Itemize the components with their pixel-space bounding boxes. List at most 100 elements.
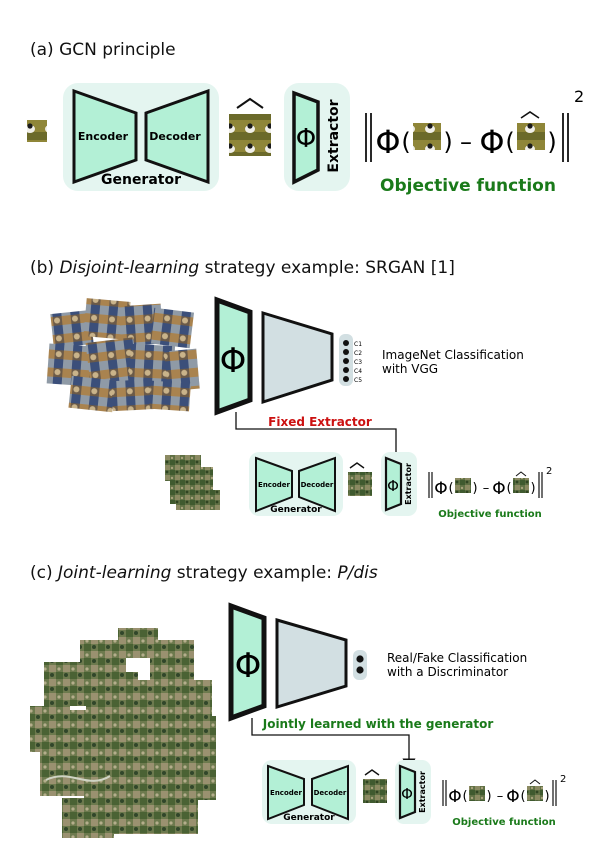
realfake-node-1	[356, 655, 364, 663]
class-node-1	[343, 340, 349, 346]
decoder-shape-c	[311, 764, 349, 821]
encoder-shape-b	[255, 456, 293, 513]
section-b-title-italic: Disjoint-learning	[59, 258, 200, 278]
formula-image-c-2	[527, 786, 543, 801]
decoder-label-a: Decoder	[149, 130, 201, 143]
svg-text:): )	[486, 789, 491, 804]
phi-symbol-formula-a-1: Φ	[375, 123, 400, 161]
objective-label-c: Objective function	[452, 817, 556, 828]
svg-text:(: (	[505, 128, 514, 156]
vgg-extractor-shape	[214, 296, 253, 416]
objective-formula-c: Φ ( ) – Φ ( ) 2	[442, 774, 566, 807]
encoder-shape-a	[72, 88, 138, 185]
section-c-title: (c) Joint-learning strategy example: P/d…	[30, 563, 378, 583]
vgg-classifier-head	[261, 310, 334, 405]
minus-sign-a: –	[460, 128, 472, 156]
svg-text:): )	[544, 789, 549, 804]
phi-symbol-extractor-a: Φ	[296, 124, 316, 154]
svg-text:): )	[547, 128, 556, 156]
class-label-4: C4	[354, 368, 362, 375]
encoder-label-c: Encoder	[270, 789, 302, 797]
phi-symbol-formula-a-2: Φ	[479, 123, 504, 161]
class-node-5	[343, 376, 349, 382]
phi-symbol-vgg: Φ	[220, 341, 247, 381]
decoder-shape-b	[298, 456, 336, 513]
class-label-2: C2	[354, 350, 362, 357]
extractor-shape-b	[384, 456, 403, 512]
minus-sign-c: –	[497, 789, 504, 804]
classification-label-c-line2: with a Discriminator	[387, 665, 508, 679]
phi-symbol-extractor-c: Φ	[401, 785, 413, 803]
svg-text:(: (	[506, 481, 511, 496]
svg-text:): )	[472, 481, 477, 496]
svg-text:(: (	[520, 789, 525, 804]
hat-mark-a	[236, 97, 264, 109]
section-a-title: (a) GCN principle	[30, 40, 176, 60]
section-b-title-suffix: strategy example: SRGAN [1]	[199, 258, 455, 278]
classification-label-b-line1: ImageNet Classification	[382, 348, 524, 362]
svg-text:(: (	[401, 128, 410, 156]
realfake-output-panel	[353, 650, 367, 680]
class-label-3: C3	[354, 359, 362, 366]
encoder-label-a: Encoder	[78, 130, 129, 143]
decoder-label-b: Decoder	[301, 481, 334, 489]
encoder-label-b: Encoder	[258, 481, 290, 489]
formula-image-c-1	[469, 786, 485, 801]
extractor-label-b: Extractor	[404, 463, 413, 505]
section-c: Φ Real/Fake Classification with a Discri…	[30, 602, 566, 838]
section-a-title-text: (a) GCN principle	[30, 40, 176, 60]
generator-label-a: Generator	[101, 172, 181, 188]
decoder-shape-a	[144, 88, 210, 185]
class-node-2	[343, 349, 349, 355]
class-node-4	[343, 367, 349, 373]
reconstructed-image-b	[348, 472, 372, 496]
formula-image-b-2	[513, 478, 529, 493]
formula-image-b-1	[455, 478, 471, 493]
input-image-small	[27, 120, 47, 142]
square-exponent-b: 2	[546, 466, 552, 477]
hat-mark-b	[349, 462, 365, 469]
phi-symbol-extractor-b: Φ	[387, 477, 399, 495]
reconstructed-image-c	[363, 779, 387, 803]
class-label-5: C5	[354, 377, 362, 384]
svg-text:): )	[530, 481, 535, 496]
phi-symbol-formula-b-1: Φ	[434, 479, 447, 499]
class-node-3	[343, 358, 349, 364]
section-c-title-prefix: (c)	[30, 563, 59, 583]
objective-formula-b: Φ ( ) – Φ ( ) 2	[428, 466, 552, 499]
encoder-shape-c	[267, 764, 305, 821]
section-c-title-middle: strategy example:	[171, 563, 338, 583]
generator-label-b: Generator	[270, 505, 322, 515]
svg-text:): )	[443, 128, 452, 156]
phi-symbol-formula-c-1: Φ	[448, 787, 461, 807]
minus-sign-b: –	[483, 481, 490, 496]
extractor-label-a: Extractor	[326, 99, 342, 172]
square-exponent-a: 2	[574, 87, 584, 106]
jointly-learned-arrow	[251, 718, 416, 772]
objective-label-b: Objective function	[438, 509, 542, 520]
extractor-shape-a	[292, 90, 320, 185]
section-c-title-italic2: P/dis	[337, 563, 378, 583]
objective-formula-a: Φ ( ) – Φ ( ) 2	[365, 87, 584, 162]
formula-image-a-1	[413, 123, 441, 150]
jointly-learned-label: Jointly learned with the generator	[262, 717, 494, 731]
section-b-title: (b) Disjoint-learning strategy example: …	[30, 258, 455, 278]
class-label-1: C1	[354, 341, 362, 348]
section-c-title-italic: Joint-learning	[58, 563, 172, 583]
section-b: Φ C1 C2 C3 C4 C5 ImageNet Classification…	[46, 296, 552, 520]
discriminator-head	[275, 618, 348, 710]
satellite-mosaic-c	[30, 628, 216, 838]
decoder-label-c: Decoder	[314, 789, 347, 797]
satellite-input-b	[165, 455, 220, 510]
imagenet-collage	[46, 298, 200, 413]
realfake-node-2	[356, 666, 364, 674]
phi-symbol-formula-b-2: Φ	[492, 479, 505, 499]
svg-text:(: (	[448, 481, 453, 496]
reconstructed-image-a	[229, 114, 271, 156]
fixed-extractor-label: Fixed Extractor	[268, 415, 372, 429]
generator-label-c: Generator	[283, 813, 335, 823]
svg-text:(: (	[462, 789, 467, 804]
fixed-extractor-arrow	[235, 412, 403, 467]
